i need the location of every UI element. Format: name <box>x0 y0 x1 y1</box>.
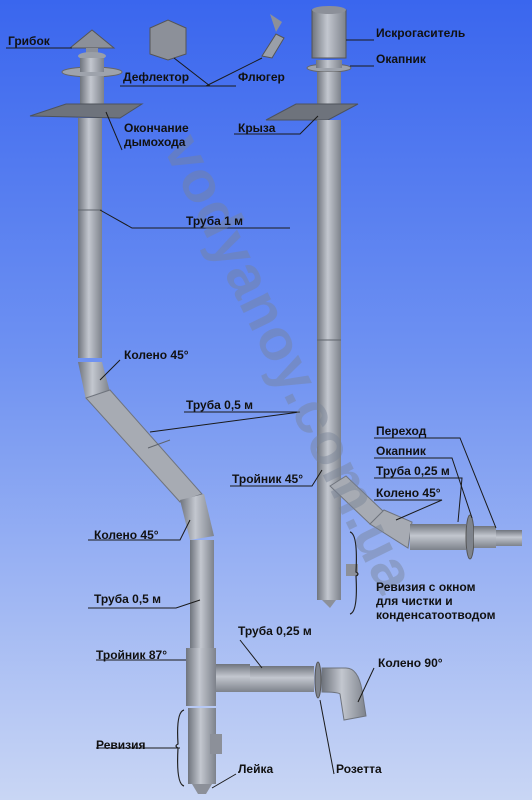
label-deflektor: Дефлектор <box>123 70 190 84</box>
iskrogasitel <box>311 9 347 59</box>
label-truba025-bottom: Труба 0,25 м <box>238 624 312 638</box>
perekhod <box>496 530 522 546</box>
brace-revizia-right <box>349 531 359 615</box>
brace-revizia-left <box>175 709 185 787</box>
fluger <box>261 14 285 59</box>
label-iskrogasitel: Искрогаситель <box>376 26 466 40</box>
left-knee45-bottom <box>180 494 214 540</box>
label-truba025-right: Труба 0,25 м <box>376 464 450 478</box>
tee-87 <box>186 648 216 706</box>
label-troynik45: Тройник 45° <box>232 472 304 486</box>
label-leyka: Лейка <box>238 762 274 776</box>
leyka <box>192 784 212 794</box>
left-pipe-upper <box>78 118 102 358</box>
label-koleno45-left: Колено 45° <box>94 528 159 542</box>
leader-lines <box>6 39 497 789</box>
label-perekhod: Переход <box>376 424 427 438</box>
label-koleno90: Колено 90° <box>378 656 443 670</box>
label-truba05-bottom: Труба 0,5 м <box>94 592 162 606</box>
knee-90 <box>321 667 367 721</box>
left-knee45-top <box>78 362 110 400</box>
label-troynik87: Тройник 87° <box>96 648 168 662</box>
label-revizia: Ревизия <box>96 738 146 752</box>
okapnik-right <box>465 514 475 560</box>
label-gribok: Грибок <box>8 34 50 48</box>
label-revizia-okno: Ревизия с окном для чистки и конденсатоо… <box>376 580 496 622</box>
label-rozetta: Розетта <box>336 762 382 776</box>
left-pipe-lower <box>190 540 214 648</box>
label-okapnik-right: Окапник <box>376 444 426 458</box>
gribok-cap <box>68 29 116 60</box>
right-branch-pipe <box>410 524 466 550</box>
label-truba-1m: Труба 1 м <box>186 214 244 228</box>
label-truba05-top: Труба 0,5 м <box>186 398 254 412</box>
roof-plate-left <box>29 103 144 119</box>
label-okapnik-top: Окапник <box>376 52 426 66</box>
deflektor <box>149 19 187 61</box>
right-pipe <box>317 120 341 460</box>
roof-plate-right <box>265 103 359 121</box>
label-koleno45-right: Колено 45° <box>376 486 441 500</box>
label-okonchanie: Окончание дымохода <box>124 121 189 149</box>
label-fluger: Флюгер <box>238 70 285 84</box>
label-krysha: Крыза <box>238 121 276 135</box>
rozetta-disc <box>314 661 322 699</box>
left-diagonal-pipe <box>85 389 203 503</box>
label-koleno45-top: Колено 45° <box>124 348 189 362</box>
